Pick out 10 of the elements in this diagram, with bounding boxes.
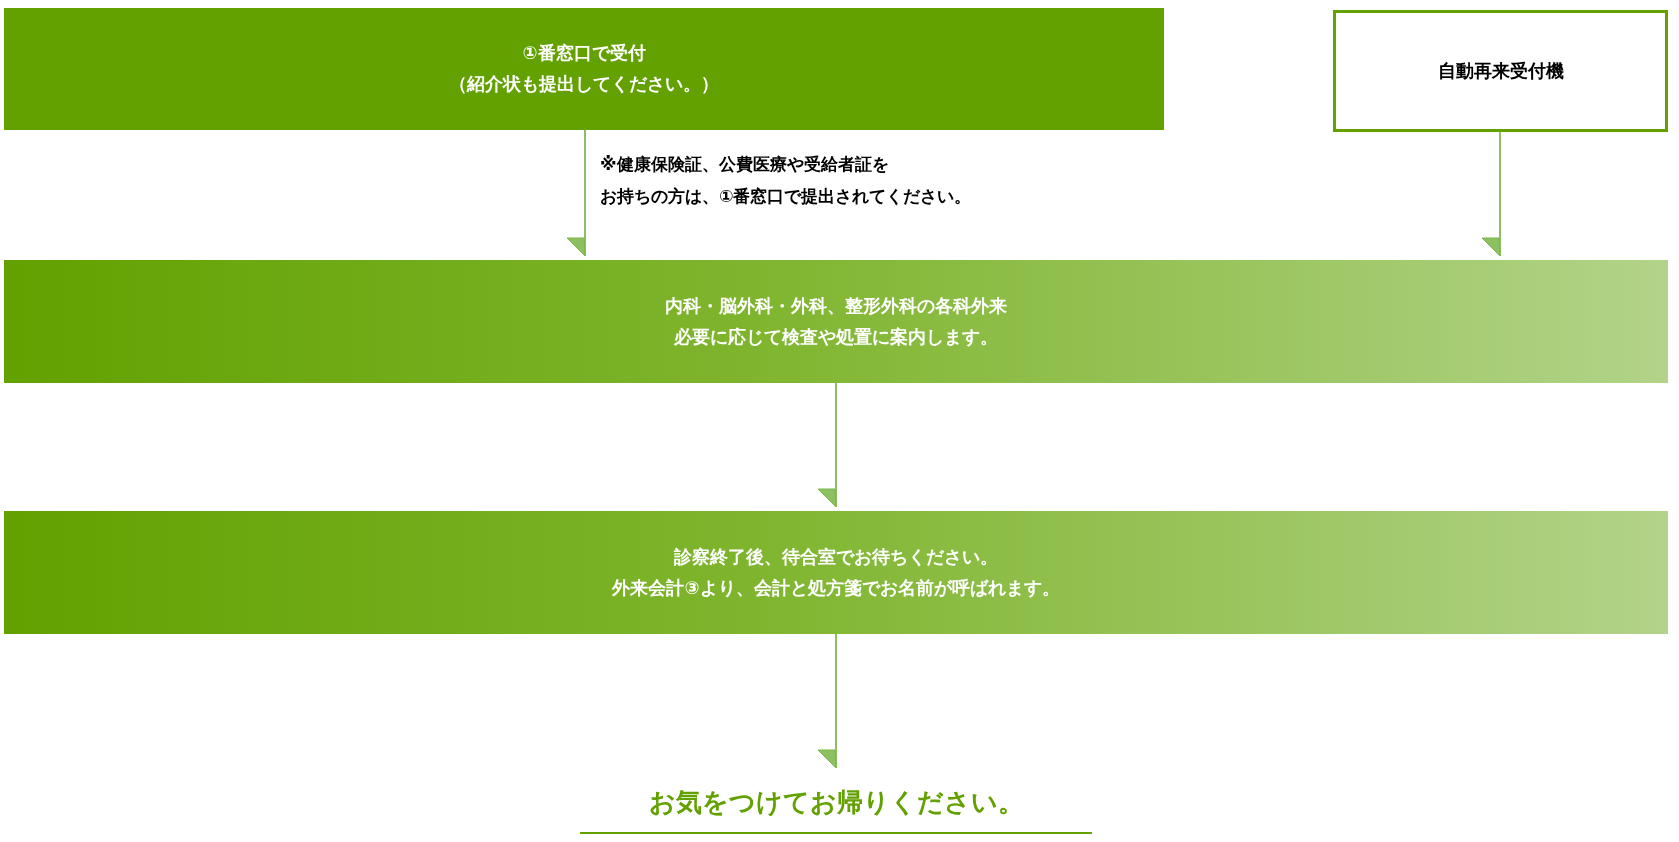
step-box: ①番窓口で受付（紹介状も提出してください。） [4, 8, 1164, 130]
step-band: 内科・脳外科・外科、整形外科の各科外来必要に応じて検査や処置に案内します。 [4, 260, 1668, 383]
arrow [817, 382, 837, 508]
step-box: 自動再来受付機 [1333, 10, 1668, 132]
note-text: ※健康保険証、公費医療や受給者証をお持ちの方は、①番窓口で提出されてください。 [600, 153, 973, 209]
step-band: 診察終了後、待合室でお待ちください。外来会計③より、会計と処方箋でお名前が呼ばれます。 [4, 511, 1668, 634]
arrow [1481, 131, 1501, 257]
closing-message: お気をつけてお帰りください。 [580, 772, 1092, 834]
arrow [566, 129, 586, 257]
arrow [817, 633, 837, 769]
